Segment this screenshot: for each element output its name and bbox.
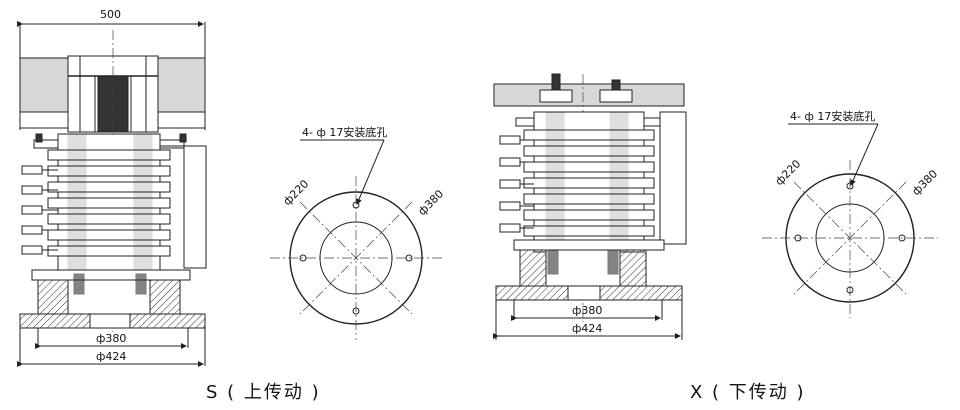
mounting-hole [405,254,413,262]
left-dim-424: ф424 [96,350,126,363]
right-dim-424: ф424 [572,322,602,335]
mounting-hole [352,201,360,209]
mounting-hole [794,234,802,242]
mounting-hole [299,254,307,262]
right-hole-note: 4- ф 17安装底孔 [790,109,875,123]
slip-ring-stack-left [47,149,171,257]
left-phi220: ф220 [281,177,312,208]
caption-upper-drive: S ( 上传动 ) [206,382,321,403]
left-elevation: 500 [17,8,207,367]
right-phi380: ф380 [910,167,941,198]
terminal-leads-left [21,165,58,255]
right-dim-380: ф380 [572,304,602,317]
mounting-hole [352,307,360,315]
slip-ring-stack-right [523,129,655,237]
terminal-leads-right [499,135,534,233]
left-flange-plan: 4- ф 17安装底孔 ф220 ф380 [270,125,446,340]
mounting-hole [846,286,854,294]
mounting-hole [846,182,854,190]
caption-lower-drive: X ( 下传动 ) [690,382,806,403]
width-dimension-label: 500 [100,8,121,21]
left-dim-380: ф380 [96,332,126,345]
left-phi380: ф380 [416,187,447,218]
right-phi220: ф220 [773,157,804,188]
left-hole-note: 4- ф 17安装底孔 [302,125,387,139]
mounting-hole [898,234,906,242]
right-elevation: ф380 ф424 [493,73,687,340]
right-flange-plan: 4- ф 17安装底孔 ф220 ф380 [762,109,940,318]
